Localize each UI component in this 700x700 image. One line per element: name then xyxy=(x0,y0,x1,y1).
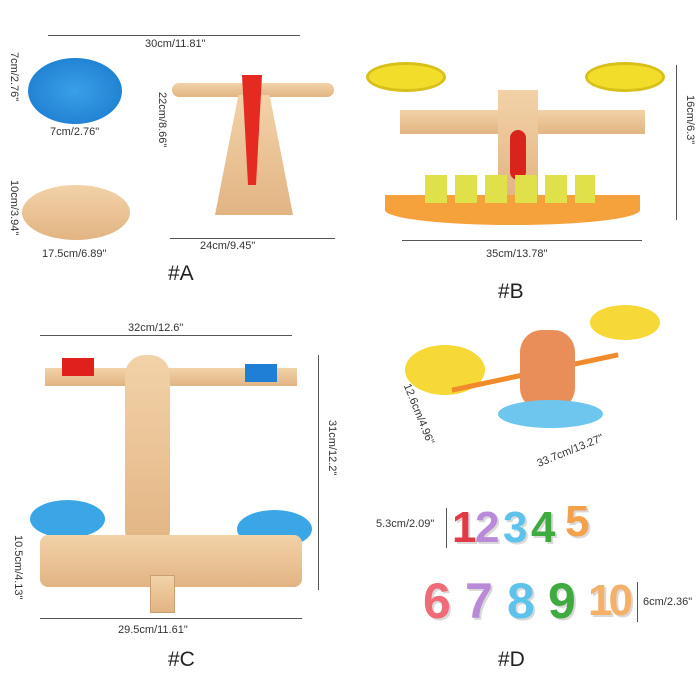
digit-9: 9 xyxy=(548,573,576,629)
dimension-line xyxy=(402,240,642,241)
dimension-line xyxy=(170,238,335,239)
yellow-weights xyxy=(425,175,595,203)
scale-beam xyxy=(45,368,297,386)
dimension-line xyxy=(676,65,677,220)
left-yellow-pan xyxy=(366,62,446,92)
dim-digit-height-small: 5.3cm/2.09" xyxy=(376,518,435,530)
section-label-a: #A xyxy=(168,262,194,285)
dimension-line xyxy=(318,355,319,590)
red-pointer xyxy=(242,75,262,185)
blue-scale-pan xyxy=(28,58,122,124)
blue-block xyxy=(245,364,277,382)
dim-height: 16cm/6.3" xyxy=(684,95,696,145)
wooden-weight-base xyxy=(22,185,130,240)
dim-stand-width: 24cm/9.45" xyxy=(200,240,256,252)
red-block xyxy=(62,358,94,376)
digit-8: 8 xyxy=(507,573,535,629)
dimension-line xyxy=(40,618,302,619)
dim-digit-height-large: 6cm/2.36" xyxy=(643,596,693,608)
wooden-weight xyxy=(150,575,175,613)
digit-10: 10 xyxy=(588,576,633,625)
section-label-d: #D xyxy=(498,648,525,671)
dim-plate-width: 7cm/2.76" xyxy=(50,126,100,138)
dimension-line xyxy=(637,582,638,622)
dimension-line xyxy=(48,35,300,36)
digit-6: 6 xyxy=(423,573,451,629)
dim-base-width: 29.5cm/11.61" xyxy=(118,624,188,636)
dim-width: 35cm/13.78" xyxy=(486,248,548,260)
dim-base-depth: 10.5cm/4.13" xyxy=(12,535,24,600)
dim-beam-width: 32cm/12.6" xyxy=(128,322,184,334)
digit-3: 3 xyxy=(503,503,528,552)
curved-post xyxy=(125,355,170,550)
section-label-c: #C xyxy=(168,648,195,671)
dim-base-height: 10cm/3.94" xyxy=(8,180,20,236)
right-yellow-pan xyxy=(585,62,665,92)
dim-width: 33.7cm/13.27" xyxy=(535,432,606,470)
digit-2: 2 xyxy=(475,503,500,552)
dim-stand-height: 22cm/8.66" xyxy=(156,92,168,148)
digit-4: 4 xyxy=(531,503,556,552)
section-label-b: #B xyxy=(498,280,524,303)
digit-7: 7 xyxy=(465,573,493,629)
red-pointer xyxy=(510,130,526,180)
dim-plate-height: 7cm/2.76" xyxy=(8,52,20,102)
bear-figure xyxy=(520,330,575,410)
digit-5: 5 xyxy=(565,497,590,546)
digit-1: 1 xyxy=(452,503,477,552)
dim-total-width: 30cm/11.81" xyxy=(145,38,206,50)
right-yellow-pan xyxy=(590,305,660,340)
left-blue-pan xyxy=(30,500,105,538)
dim-height: 31cm/12.2" xyxy=(326,420,338,476)
dimension-line xyxy=(40,335,292,336)
dimension-line xyxy=(446,508,447,548)
blue-base xyxy=(498,400,603,428)
dim-base-width: 17.5cm/6.89" xyxy=(42,248,107,260)
